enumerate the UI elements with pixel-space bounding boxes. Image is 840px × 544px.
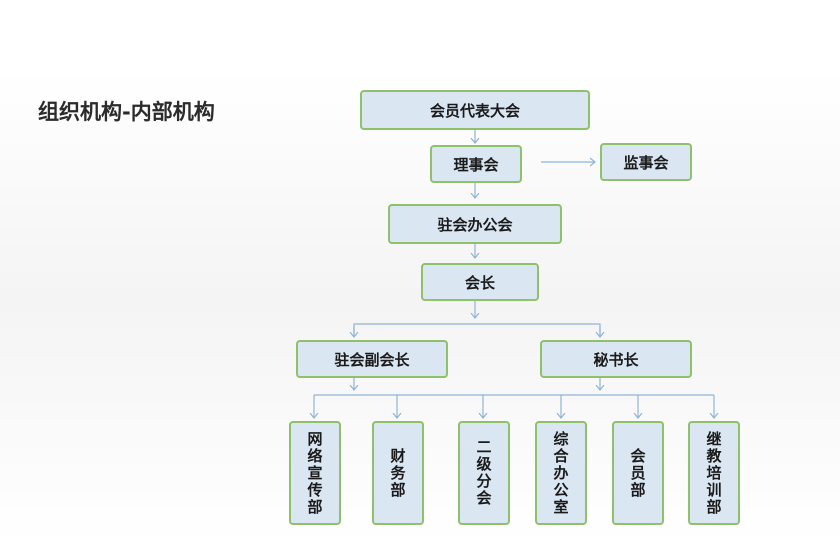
- node-president: 会长: [421, 263, 539, 301]
- connector-split-bar: [353, 323, 601, 335]
- node-secretary-general: 秘书长: [540, 340, 692, 378]
- node-council: 理事会: [430, 145, 522, 183]
- node-dept-finance: 财务部: [372, 421, 424, 525]
- slide-title: 组织机构-内部机构: [38, 100, 215, 124]
- node-dept-network: 网络宣传部: [289, 421, 341, 525]
- node-congress: 会员代表大会: [360, 90, 590, 130]
- node-dept-member: 会员部: [612, 421, 664, 525]
- node-dept-training: 继教培训部: [688, 421, 740, 525]
- node-office: 驻会办公会: [388, 204, 562, 244]
- node-vice-president: 驻会副会长: [296, 340, 448, 378]
- node-dept-branch: 二级分会: [458, 421, 510, 525]
- node-dept-general: 综合办公室: [535, 421, 587, 525]
- node-supervisors: 监事会: [600, 143, 692, 181]
